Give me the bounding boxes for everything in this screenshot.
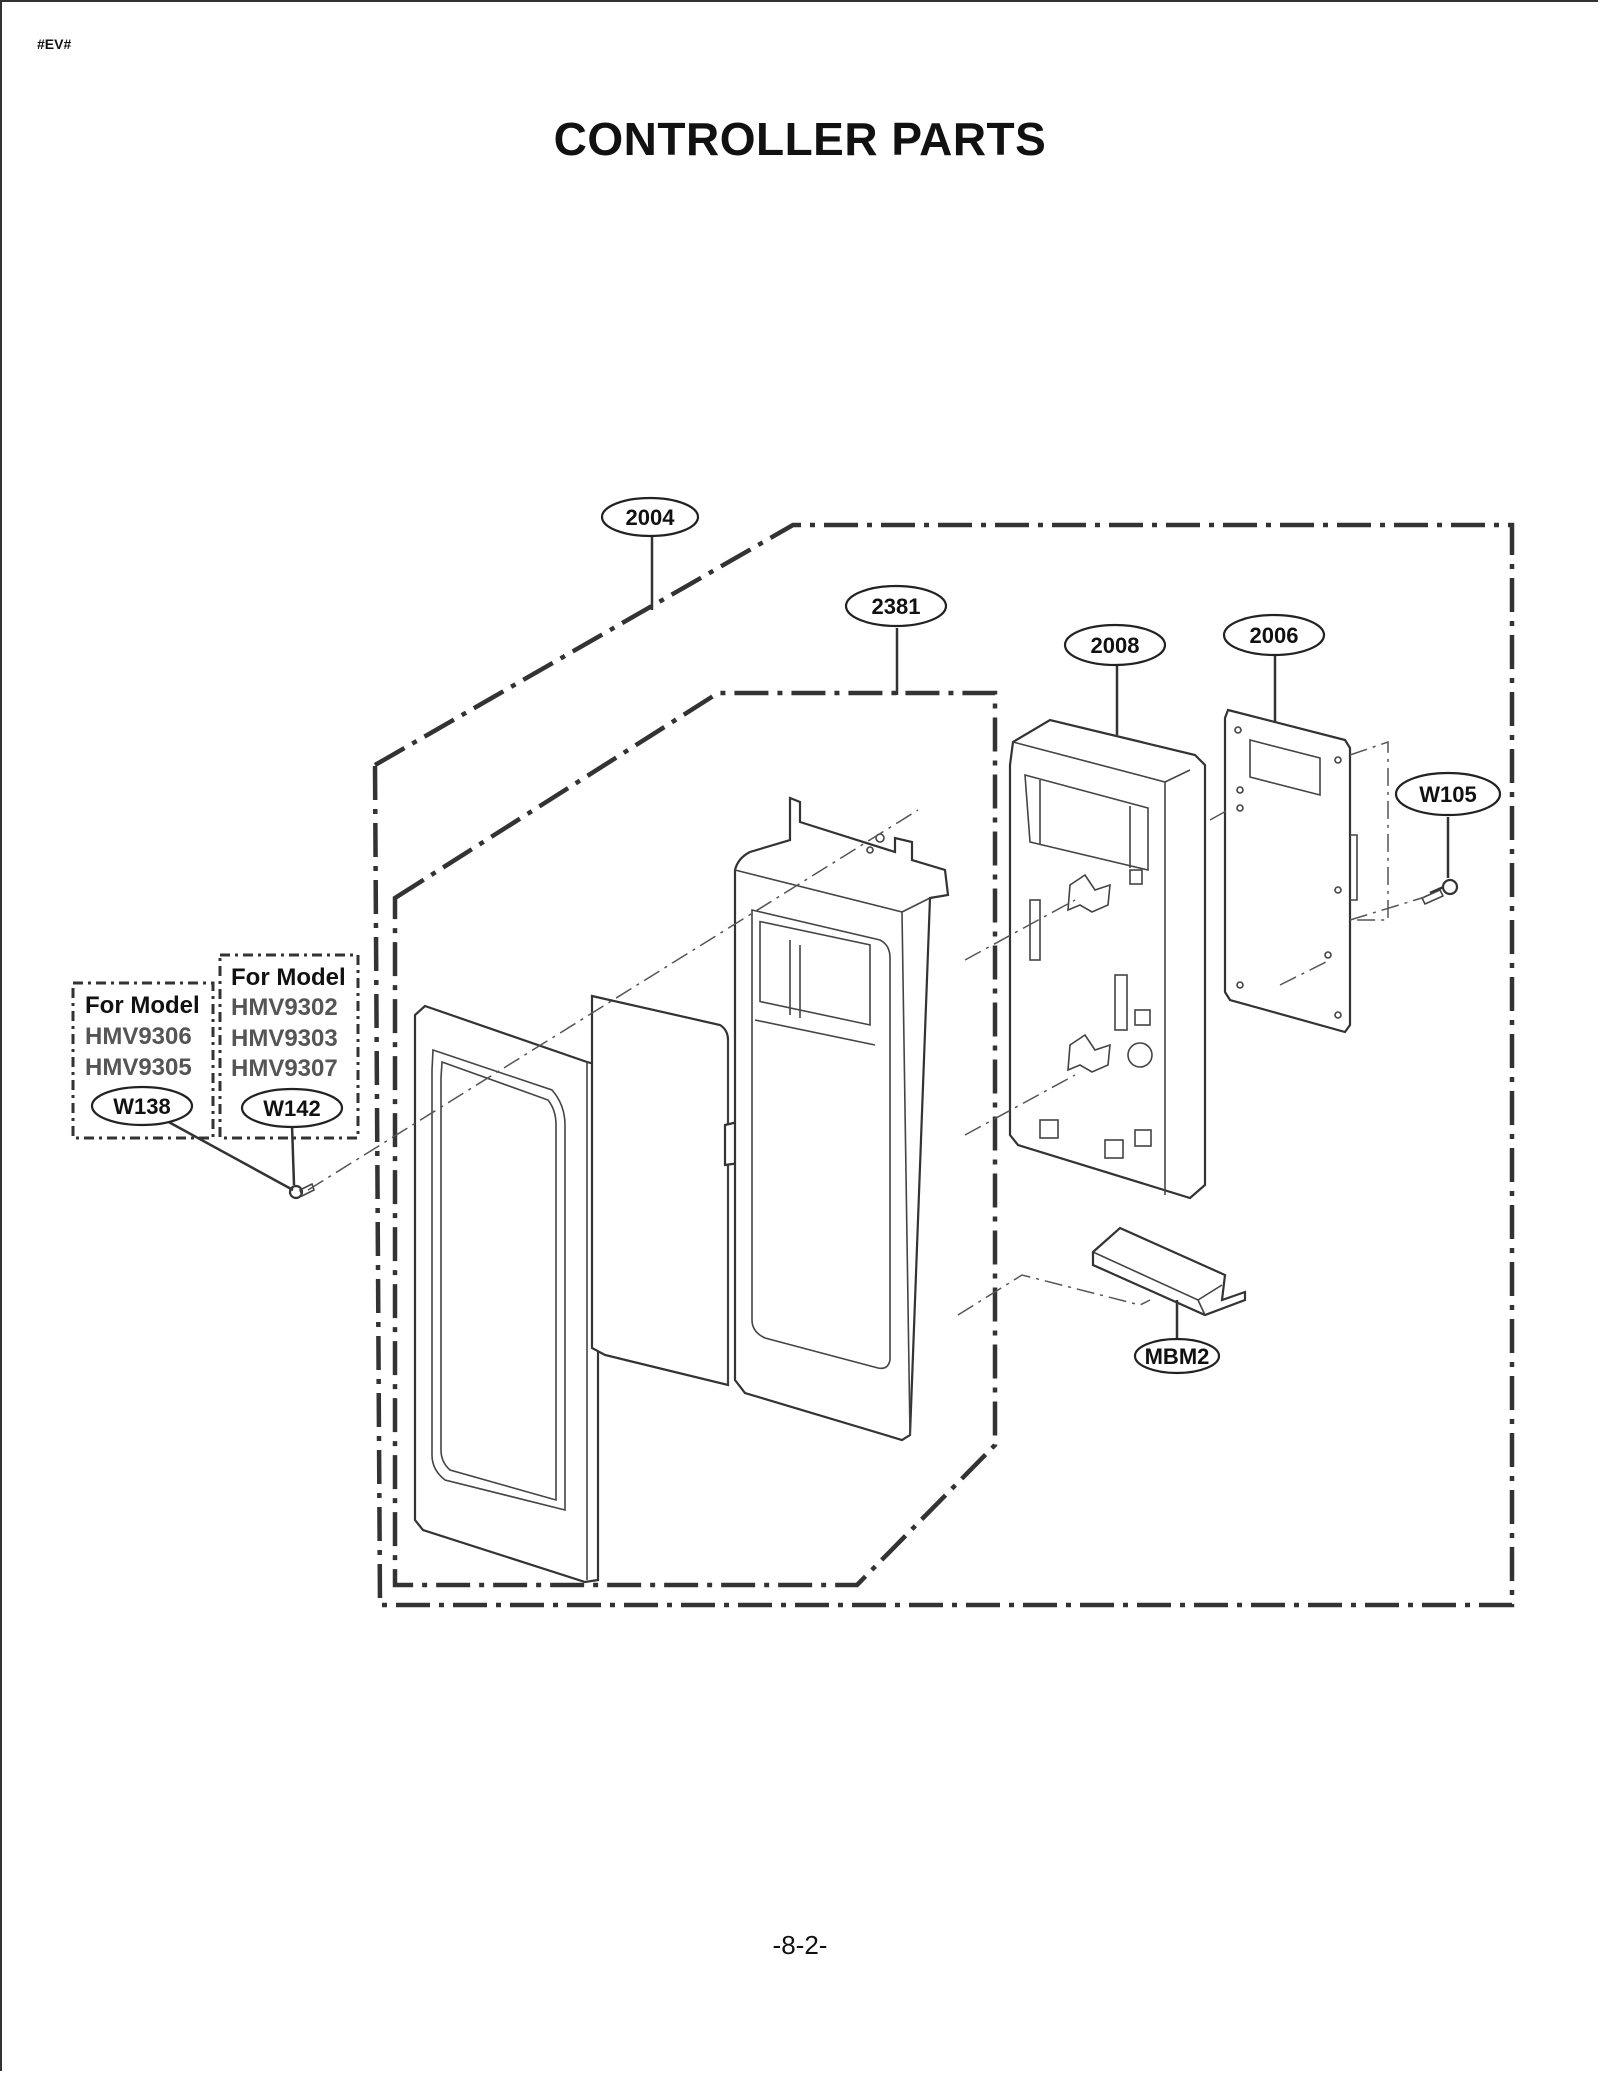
model-box-w138: For Model HMV9306 HMV9305 W138: [71, 981, 215, 1140]
callout-2006: 2006: [1222, 613, 1326, 657]
page-number: -8-2-: [772, 1930, 828, 1960]
model-box-2-model-2: HMV9303: [231, 1025, 338, 1052]
callout-mbm2: MBM2: [1133, 1337, 1221, 1375]
screw-w105: [1420, 878, 1459, 906]
callout-mbm2-label: MBM2: [1145, 1344, 1210, 1369]
callout-2004-label: 2004: [626, 505, 676, 530]
screw-w138-w142: [288, 1182, 315, 1200]
alignment-lines: [307, 809, 1426, 1316]
control-panel-housing: [733, 796, 950, 1442]
callout-w105-label: W105: [1419, 782, 1476, 807]
model-box-2-heading: For Model: [231, 964, 346, 991]
callout-2008-label: 2008: [1091, 633, 1140, 658]
callout-2381-label: 2381: [872, 594, 921, 619]
corner-tag: #EV#: [37, 36, 72, 52]
callout-2008: 2008: [1063, 623, 1167, 667]
callout-w105: W105: [1394, 771, 1502, 817]
model-box-2-model-3: HMV9307: [231, 1055, 338, 1082]
model-box-1-heading: For Model: [85, 992, 200, 1019]
front-frame-panel: [413, 1004, 600, 1584]
circuit-holder-2008: [1008, 718, 1207, 1200]
callout-2381: 2381: [844, 584, 948, 628]
model-box-2-part: W142: [263, 1096, 320, 1121]
bracket-mbm2: [1091, 1226, 1247, 1317]
model-box-1-model-2: HMV9305: [85, 1054, 192, 1081]
model-box-w142: For Model HMV9302 HMV9303 HMV9307 W142: [218, 953, 360, 1140]
assembly-2381-boundary: [392, 690, 998, 1588]
leader-lines: [164, 536, 1450, 1338]
assembly-2004-boundary: [372, 522, 1515, 1608]
model-box-1-model-1: HMV9306: [85, 1023, 192, 1050]
callout-2006-label: 2006: [1250, 623, 1299, 648]
pcb-board-2006: [1223, 708, 1389, 1034]
model-box-1-part: W138: [113, 1094, 170, 1119]
callout-2004: 2004: [600, 496, 700, 538]
model-box-2-model-1: HMV9302: [231, 994, 338, 1021]
page-title: CONTROLLER PARTS: [553, 113, 1047, 165]
